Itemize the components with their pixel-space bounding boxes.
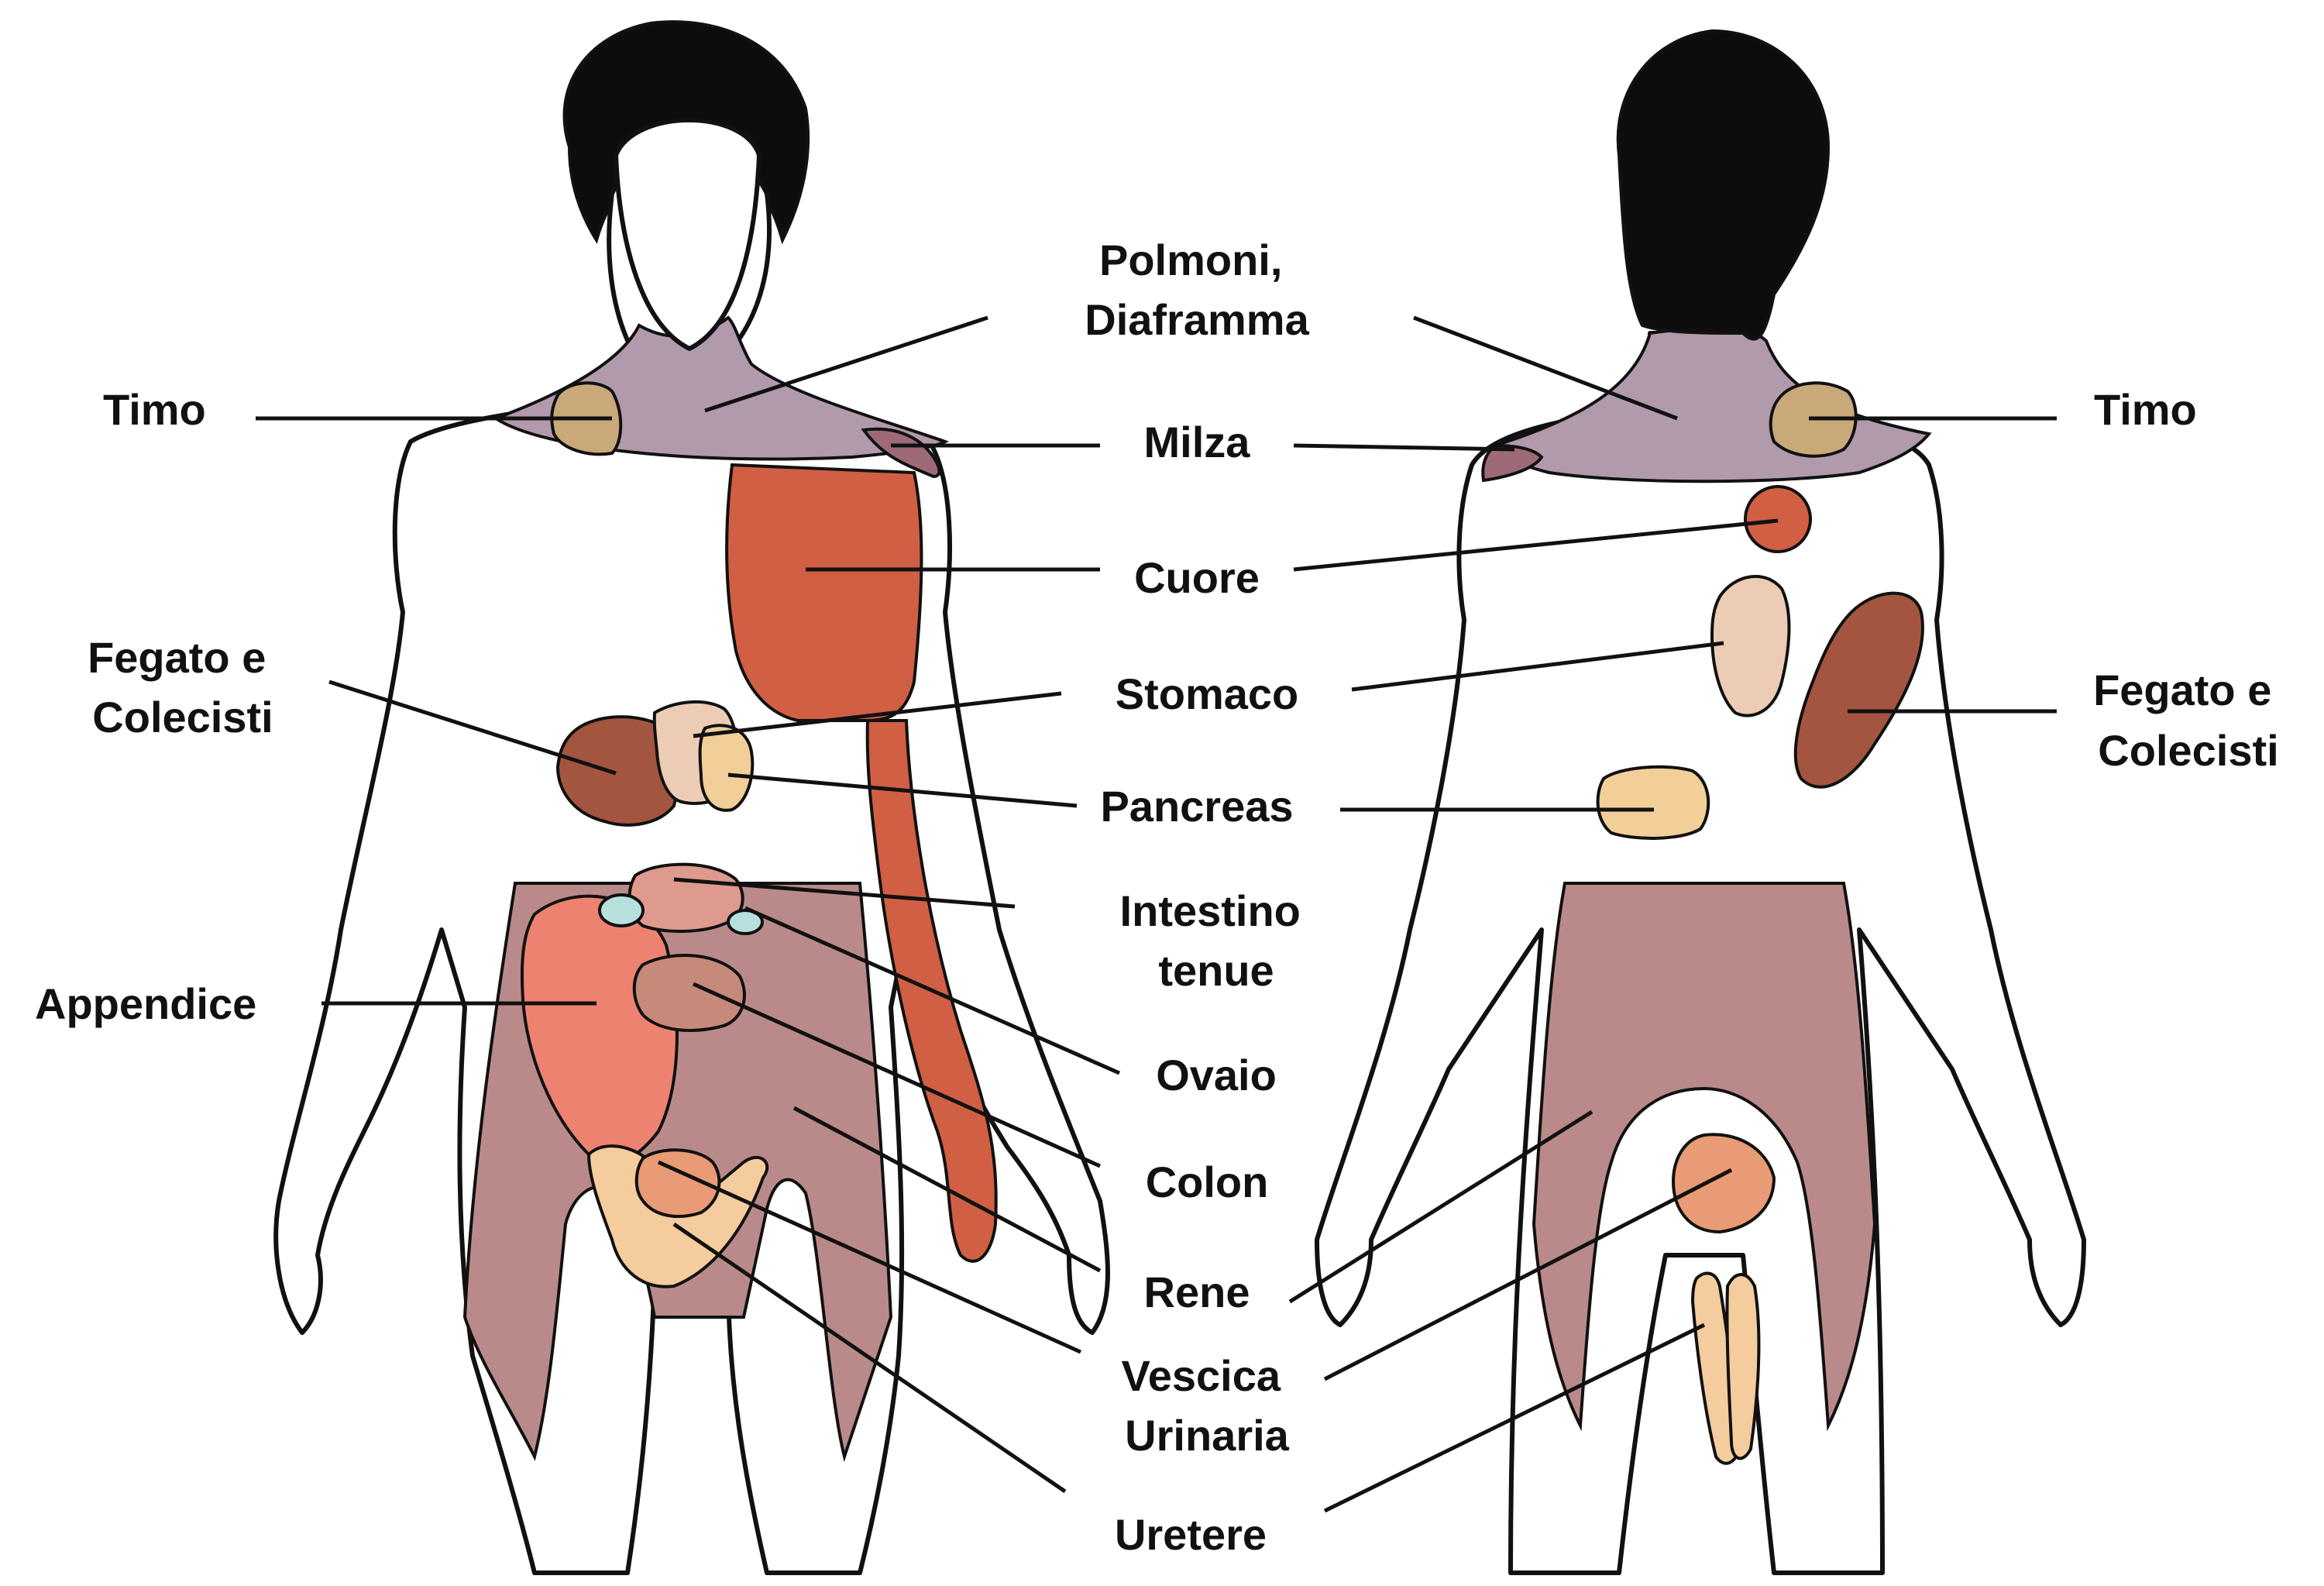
label-vescica-urinaria: Vescica Urinaria (1121, 1351, 1292, 1460)
label-polmoni-line2: Diaframma (1085, 295, 1309, 344)
back-cuore-zone (1744, 485, 1812, 553)
labels: Polmoni, Diaframma Timo Timo Milza Cuore… (35, 236, 2284, 1559)
label-fegato-front-line1: Fegato e (88, 633, 266, 682)
back-uretere-zone (1690, 1271, 1741, 1465)
back-polmoni-diaframma-zone (1492, 326, 1932, 483)
leader-vescica-front (657, 1160, 1082, 1354)
back-uretere-zone-2 (1725, 1273, 1761, 1460)
label-milza: Milza (1144, 418, 1251, 466)
leader-cuore-back (1293, 518, 1779, 572)
label-colon: Colon (1146, 1158, 1269, 1206)
leader-pancreas-front (727, 772, 1078, 808)
label-intestino-line1: Intestino (1120, 886, 1301, 935)
leader-rene-back (1288, 1110, 1593, 1304)
leader-stomaco-back (1351, 641, 1724, 692)
label-timo-back: Timo (2094, 385, 2197, 434)
front-cuore-zone (725, 463, 923, 722)
front-intestino-zone (627, 862, 744, 933)
label-timo-front: Timo (103, 385, 206, 434)
back-figure (1315, 29, 2086, 1575)
front-face (614, 118, 761, 351)
leader-stomaco-front (693, 691, 1062, 738)
leader-rene-front (792, 1106, 1102, 1273)
label-fegato-front-line2: Colecisti (92, 693, 273, 741)
label-rene: Rene (1144, 1268, 1250, 1316)
back-stomaco-zone (1710, 575, 1791, 717)
front-ovaio-zone-right (727, 909, 764, 935)
label-stomaco: Stomaco (1116, 669, 1299, 718)
leader-milza-back (1293, 443, 1515, 452)
label-polmoni-diaframma: Polmoni, Diaframma (1085, 236, 1309, 344)
label-pancreas: Pancreas (1100, 782, 1293, 831)
back-vescica-zone (1671, 1133, 1776, 1234)
leader-uretere-back (1323, 1323, 1706, 1513)
back-pancreas-zone (1596, 765, 1710, 840)
leader-polmoni-front (704, 315, 988, 413)
back-hair (1616, 29, 1831, 341)
leader-uretere-front (672, 1222, 1067, 1494)
label-fegato-back-line1: Fegato e (2093, 666, 2271, 714)
label-fegato-back-line2: Colecisti (2098, 726, 2278, 775)
front-fegato-zone (555, 715, 679, 827)
leader-ovaio-front (744, 906, 1121, 1075)
leader-fegato-front (328, 679, 617, 776)
label-intestino-tenue: Intestino tenue (1120, 886, 1313, 995)
label-vescica-line2: Urinaria (1125, 1411, 1289, 1460)
front-ovaio-zone-left (598, 893, 645, 927)
front-milza-zone (861, 427, 941, 479)
label-cuore: Cuore (1134, 553, 1260, 602)
back-milza-zone (1481, 443, 1544, 483)
label-intestino-line2: tenue (1158, 946, 1274, 995)
label-vescica-line1: Vescica (1121, 1351, 1281, 1400)
leader-polmoni-back (1413, 315, 1678, 421)
label-fegato-front: Fegato e Colecisti (88, 633, 278, 741)
back-fegato-zone (1793, 591, 1924, 789)
front-pancreas-zone (698, 724, 755, 812)
label-polmoni-line1: Polmoni, (1099, 236, 1282, 284)
front-colon-zone (632, 954, 746, 1032)
leader-vescica-back (1323, 1168, 1733, 1381)
back-rene-zone (1532, 882, 1877, 1432)
leader-lines (256, 315, 2057, 1513)
leader-colon-front (692, 982, 1102, 1168)
label-appendice: Appendice (35, 979, 256, 1028)
label-ovaio: Ovaio (1156, 1051, 1277, 1099)
front-vescica-zone (634, 1148, 721, 1218)
label-uretere: Uretere (1115, 1510, 1267, 1559)
label-fegato-back: Fegato e Colecisti (2093, 666, 2284, 775)
leader-intestino-front (673, 877, 1016, 909)
